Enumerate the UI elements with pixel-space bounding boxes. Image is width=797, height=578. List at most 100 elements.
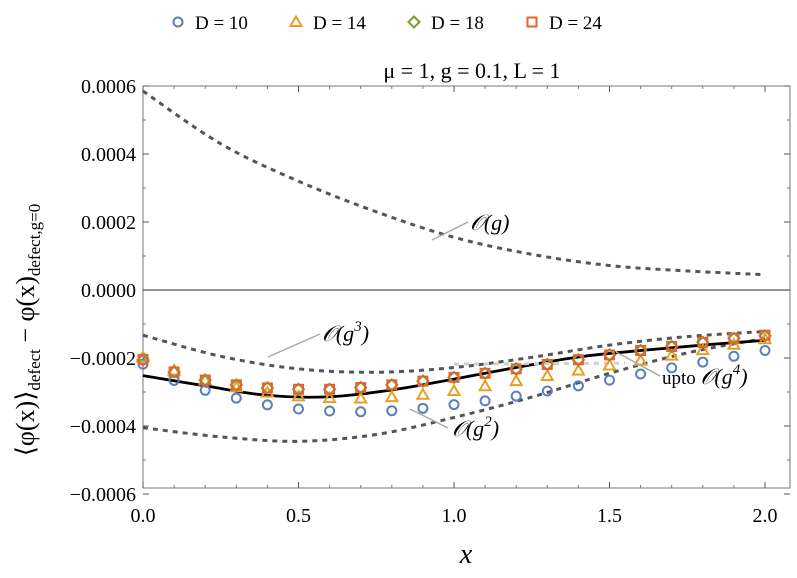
axis-ticks: 0.0 0.5 1.0 1.5 2.0 −0.0006 −0.0004 −0.0002 0.00… (70, 76, 790, 527)
marker-square (137, 353, 149, 365)
marker-square (324, 383, 336, 395)
marker-circle (293, 403, 304, 415)
marker-circle (479, 395, 491, 407)
marker-square (199, 374, 211, 386)
curves (142, 89, 766, 443)
curve-order-g2 (142, 336, 766, 443)
curve-extension-faint (453, 361, 626, 366)
legend-label: D = 10 (195, 13, 248, 34)
marker-triangle (508, 373, 524, 387)
legend-label: D = 14 (313, 13, 366, 34)
marker-circle (635, 368, 647, 380)
curve-order-g (142, 89, 766, 277)
marker-triangle (322, 390, 337, 404)
marker-square (417, 375, 429, 387)
legend-marker-square (526, 16, 538, 28)
marker-circle (448, 399, 460, 411)
marker-square (759, 329, 771, 341)
marker-triangle (477, 378, 493, 392)
marker-square (168, 366, 180, 378)
leader-upto-g4 (615, 351, 661, 377)
leader-order-g3 (267, 333, 321, 358)
marker-circle (355, 406, 367, 418)
marker-square (541, 358, 553, 370)
annotation-upto-g4: upto 𝒪(g4) (662, 362, 748, 389)
marker-circle (572, 380, 584, 392)
marker-circle (417, 402, 429, 414)
svg-text:⟨φ(x)⟩defect − φ(x)defect,g=0: ⟨φ(x)⟩defect − φ(x)defect,g=0 (11, 204, 44, 457)
marker-triangle (726, 337, 742, 350)
marker-square (728, 332, 740, 344)
marker-square (666, 340, 678, 352)
legend-label: D = 18 (431, 13, 484, 34)
legend-marker-diamond (407, 15, 421, 29)
marker-square (261, 382, 273, 394)
marker-circle (324, 405, 336, 417)
marker-square (697, 336, 709, 348)
y-tick-label: 0.0000 (81, 280, 136, 302)
marker-square (448, 371, 460, 383)
marker-circle (230, 392, 242, 404)
curve-upto-g4 (142, 338, 766, 399)
marker-circle (261, 399, 273, 411)
plot-frame (142, 85, 791, 489)
x-axis-label: x (459, 539, 473, 570)
x-tick-label: 0.0 (131, 505, 156, 527)
y-label-sub1: defect (25, 349, 44, 391)
marker-circle (386, 405, 398, 417)
y-tick-label: 0.0002 (81, 212, 136, 234)
marker-triangle (664, 348, 679, 361)
marker-square (386, 379, 398, 391)
y-tick-label: 0.0004 (81, 144, 136, 166)
y-tick-label: −0.0006 (70, 484, 136, 506)
marker-triangle (291, 388, 306, 402)
annotations: 𝒪(g) 𝒪(g3) 𝒪(g2) upto 𝒪(g4) (267, 210, 748, 441)
legend-marker-circle (172, 16, 184, 28)
leader-order-g (431, 221, 469, 241)
legend-marker-triangle (288, 14, 304, 27)
x-tick-label: 1.5 (597, 505, 622, 527)
legend-label: D = 24 (549, 13, 602, 34)
y-tick-label: −0.0004 (70, 416, 136, 438)
marker-circle (728, 350, 740, 362)
marker-square (510, 363, 522, 375)
marker-triangle (353, 390, 368, 404)
legend: D = 10 D = 14 D = 18 D = 24 (172, 13, 602, 34)
marker-circle (759, 345, 771, 357)
marker-triangle (602, 357, 617, 371)
x-tick-label: 0.5 (286, 505, 311, 527)
y-label-mid: − φ(x) (11, 276, 40, 349)
marker-circle (697, 356, 709, 368)
marker-triangle (571, 363, 586, 376)
y-axis-label: ⟨φ(x)⟩defect − φ(x)defect,g=0 (11, 204, 44, 457)
marker-circle (604, 374, 615, 386)
y-tick-label: 0.0006 (81, 76, 136, 98)
marker-square (293, 383, 304, 395)
marker-square (230, 379, 242, 391)
x-tick-label: 2.0 (753, 505, 778, 527)
marker-circle (666, 362, 678, 374)
marker-square (572, 354, 584, 366)
marker-square (635, 345, 647, 357)
y-label-main: ⟨φ(x)⟩ (11, 391, 40, 457)
marker-triangle (384, 389, 400, 403)
x-tick-label: 1.0 (442, 505, 467, 527)
leader-order-g2 (409, 408, 449, 429)
annotation-order-g2: 𝒪(g2) (452, 414, 499, 441)
annotation-order-g: 𝒪(g) (470, 210, 510, 235)
y-tick-label: −0.0002 (70, 348, 136, 370)
marker-triangle (540, 368, 555, 382)
annotation-order-g3: 𝒪(g3) (322, 319, 369, 346)
y-label-sub2: defect,g=0 (25, 204, 44, 276)
curve-order-g3 (142, 329, 766, 374)
data-markers (135, 328, 773, 418)
marker-square (355, 382, 367, 394)
marker-circle (510, 390, 522, 402)
marker-triangle (695, 342, 711, 356)
marker-triangle (415, 387, 431, 400)
marker-triangle (446, 383, 462, 396)
marker-square (479, 367, 491, 379)
chart-title: μ = 1, g = 0.1, L = 1 (383, 58, 560, 83)
marker-circle (541, 385, 553, 397)
